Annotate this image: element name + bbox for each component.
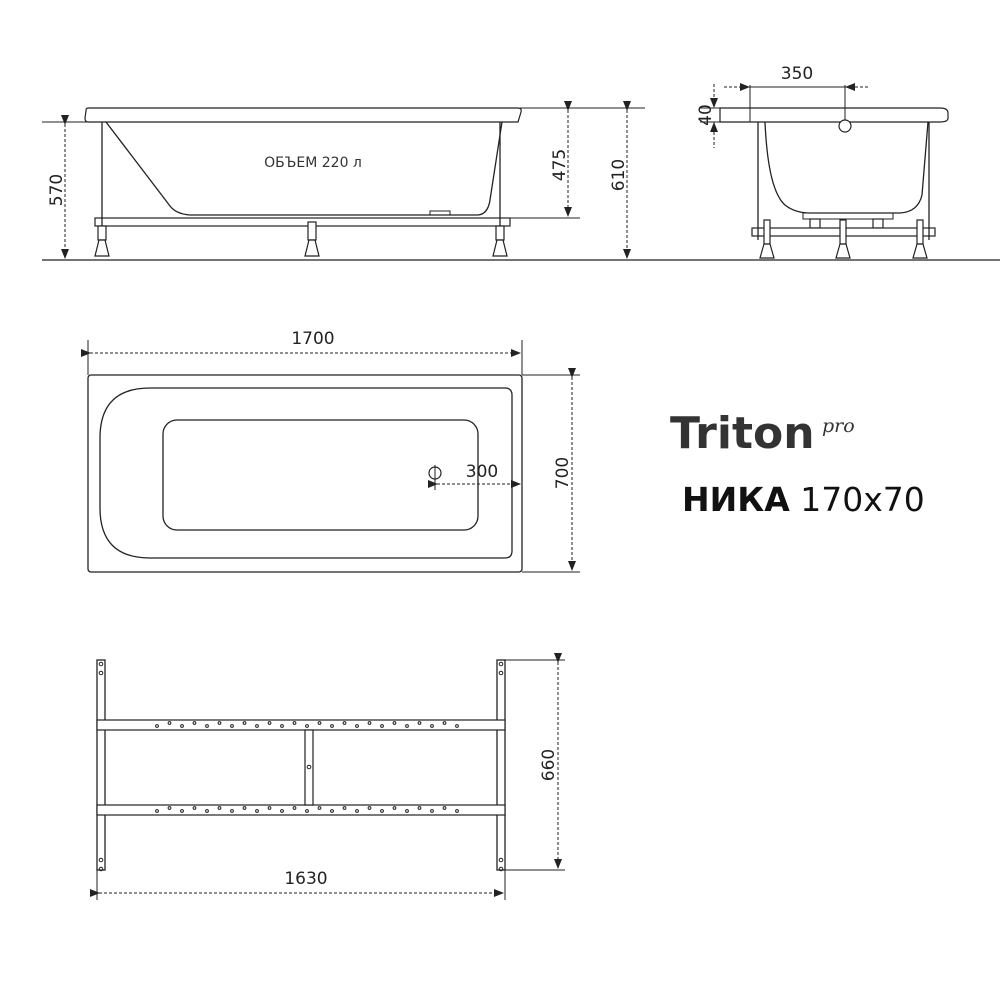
mounting-hole [455,724,459,728]
mounting-hole [355,724,359,728]
frame-rail-bottom [96,804,506,816]
mounting-hole [498,661,504,667]
mounting-hole [355,809,359,813]
mounting-hole [380,724,384,728]
mounting-hole [317,721,322,725]
mounting-hole [498,866,504,872]
top-view: 1700 700 300 [81,329,580,573]
mounting-hole [230,809,234,813]
mounting-hole [330,809,334,813]
tub-outline-outer [87,374,523,573]
frame-post-left [96,659,106,871]
mounting-hole [292,721,297,725]
mounting-hole [342,806,347,810]
mounting-hole [98,661,104,667]
brand-logo: Triton [670,408,815,459]
brand-suffix: pro [822,415,855,437]
brand-name: Triton [670,408,815,459]
mounting-hole [430,809,434,813]
mounting-hole [280,724,284,728]
mounting-hole [267,721,272,725]
mounting-hole [155,809,159,813]
mounting-hole [267,806,272,810]
mounting-hole [167,721,172,725]
tub-bottom [162,419,479,531]
mounting-hole [342,721,347,725]
mounting-hole [305,809,309,813]
leg [94,122,110,257]
tub-body [105,121,503,216]
mounting-hole [367,721,372,725]
frame-rail-top [96,719,506,731]
dim-700: 700 [553,457,573,489]
mounting-hole [98,670,104,676]
leg [304,221,320,257]
model-title: НИКА 170x70 [682,480,925,519]
frame-view: 660 1630 [90,653,565,900]
model-size: 170x70 [800,480,925,519]
mounting-hole [180,724,184,728]
mounting-hole [255,724,259,728]
mounting-hole [192,806,197,810]
mounting-hole [167,806,172,810]
leg [492,122,508,257]
mounting-hole [442,806,447,810]
tub-body-end [764,121,929,214]
dim-1700: 1700 [291,329,334,349]
mounting-hole [305,724,309,728]
mounting-hole [380,809,384,813]
overflow-hole [838,119,852,133]
mounting-hole [417,806,422,810]
mounting-hole [255,809,259,813]
mounting-hole [242,721,247,725]
mounting-hole [217,721,222,725]
mounting-hole [192,721,197,725]
mounting-hole [330,724,334,728]
support-frame [94,217,511,227]
tub-rim-end [719,107,949,123]
dim-300: 300 [466,462,498,482]
dim-40: 40 [696,104,716,126]
mounting-hole [498,670,504,676]
mounting-hole [455,809,459,813]
dim-660: 660 [539,749,559,781]
mounting-hole [98,866,104,872]
frame-crossbar [304,729,314,806]
mounting-hole [367,806,372,810]
mounting-hole [155,724,159,728]
mounting-hole [442,721,447,725]
mounting-hole [230,724,234,728]
legs-end [759,219,928,259]
side-view: 570 475 610 ОБЪЕМ 220 л [42,101,1000,261]
mounting-hole [98,857,104,863]
tub-inner-rim [99,387,513,559]
dim-475: 475 [550,149,570,181]
mounting-hole [180,809,184,813]
mounting-hole [417,721,422,725]
tub-rim [84,107,522,123]
dim-570: 570 [47,174,67,206]
mounting-hole [242,806,247,810]
mounting-hole [205,809,209,813]
mounting-hole [205,724,209,728]
legs [94,122,508,257]
mounting-hole [217,806,222,810]
mounting-hole [392,806,397,810]
mounting-hole [317,806,322,810]
end-view: 350 40 [696,64,949,259]
mounting-hole [292,806,297,810]
mounting-hole [392,721,397,725]
mounting-hole [280,809,284,813]
mounting-hole [405,809,409,813]
dim-1630: 1630 [284,869,327,889]
dim-350: 350 [781,64,813,84]
mounting-hole [498,857,504,863]
dim-610: 610 [609,159,629,191]
frame-post-right [496,659,506,871]
drain-fitting [429,210,451,216]
mounting-hole [405,724,409,728]
mounting-hole [430,724,434,728]
volume-label: ОБЪЕМ 220 л [264,155,362,171]
model-name: НИКА [682,480,790,519]
